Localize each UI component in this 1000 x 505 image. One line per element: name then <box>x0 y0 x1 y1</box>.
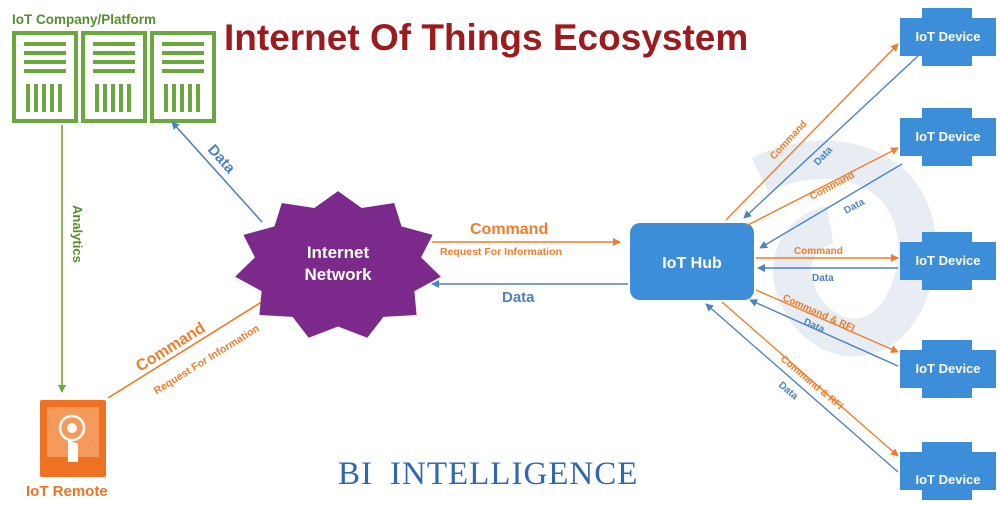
iot-device-5: IoT Device <box>900 442 996 500</box>
device4-command-arrow <box>755 289 899 353</box>
iot-device-2: IoT Device <box>900 108 996 166</box>
network-to-hub-rfi-label: Request For Information <box>440 246 562 258</box>
remote-label: IoT Remote <box>26 483 108 500</box>
device-label: IoT Device <box>915 472 980 487</box>
analytics-label: Analytics <box>70 205 85 263</box>
platform-servers: IoT Company/Platform <box>12 12 216 123</box>
device3-data-label: Data <box>812 273 834 284</box>
device5-data-arrow <box>705 303 899 473</box>
iot-hub: IoT Hub <box>630 223 754 300</box>
network-to-platform-label: Data <box>204 141 239 177</box>
device1-command-arrow <box>725 43 899 221</box>
touch-icon <box>58 414 86 442</box>
device2-command-arrow <box>745 147 899 227</box>
brand-prefix: BI <box>338 456 373 492</box>
device2-data-arrow <box>759 163 903 249</box>
background-swoosh <box>751 140 937 357</box>
internet-network: Internet Network <box>235 191 441 338</box>
device3-command-label: Command <box>794 246 843 257</box>
iot-remote: IoT Remote <box>26 400 108 500</box>
device4-data-arrow <box>749 299 899 367</box>
page-title: Internet Of Things Ecosystem <box>224 17 748 58</box>
device5-command-arrow <box>721 301 899 457</box>
device-label: IoT Device <box>915 361 980 376</box>
brand-logo: BI INTELLIGENCE <box>338 456 638 492</box>
device-shape <box>900 108 996 166</box>
device-label: IoT Device <box>915 129 980 144</box>
network-to-platform-arrow <box>171 121 263 223</box>
network-label-line1: Internet <box>307 243 370 262</box>
brand-main: INTELLIGENCE <box>390 456 638 492</box>
server-rack-3 <box>150 31 216 123</box>
iot-device-3: IoT Device <box>900 232 996 290</box>
device-shape <box>900 340 996 398</box>
device2-data-label: Data <box>842 197 867 217</box>
network-label-line2: Network <box>304 265 372 284</box>
device1-data-arrow <box>743 55 919 219</box>
remote-to-network-arrow <box>107 297 269 399</box>
device-shape <box>900 8 996 66</box>
device-label: IoT Device <box>915 29 980 44</box>
hub-box <box>630 223 754 300</box>
server-rack-2 <box>81 31 147 123</box>
hub-to-network-data-label: Data <box>502 289 535 306</box>
iot-device-4: IoT Device <box>900 340 996 398</box>
device-shape <box>900 232 996 290</box>
server-rack-1 <box>12 31 78 123</box>
network-starburst <box>235 191 441 338</box>
device-label: IoT Device <box>915 253 980 268</box>
platform-label: IoT Company/Platform <box>12 12 156 27</box>
network-to-hub-command-label: Command <box>470 221 548 238</box>
device-shape <box>900 442 996 500</box>
iot-device-1: IoT Device <box>900 8 996 66</box>
hub-label: IoT Hub <box>662 255 722 272</box>
